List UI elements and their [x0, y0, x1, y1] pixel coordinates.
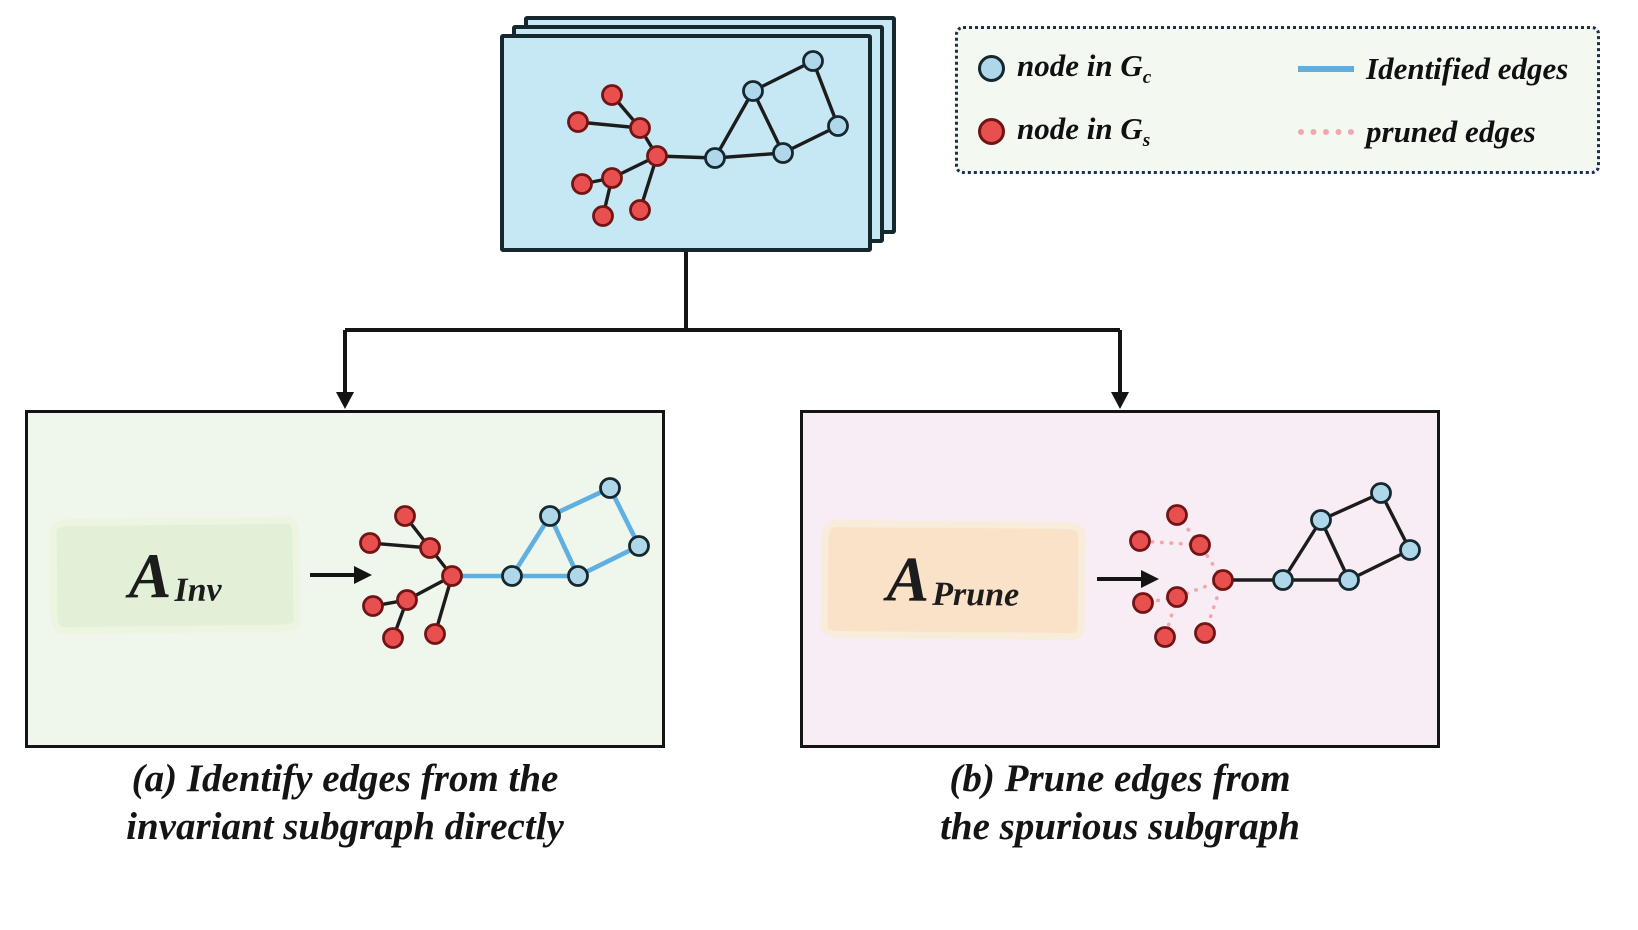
graph-node-gs [1132, 592, 1154, 614]
graph-node-gc [539, 505, 561, 527]
apply-arrow-a [310, 566, 372, 584]
graph-edge-pruned [1198, 543, 1225, 582]
legend-node-gc-label: node in Gc [1017, 47, 1152, 89]
graph-node-gc [567, 565, 589, 587]
graph-edge-solid [1319, 491, 1383, 522]
graph-edge-solid [751, 89, 785, 155]
legend-pruned-edges: pruned edges [1298, 114, 1577, 150]
graph-node-gs [629, 199, 651, 221]
graph-node-gc [827, 115, 849, 137]
graph-node-gs [359, 532, 381, 554]
graph-node-gs [601, 167, 623, 189]
gs-node-icon [978, 118, 1005, 145]
graph-node-gc [1310, 509, 1332, 531]
graph-node-gs [601, 84, 623, 106]
graph-node-gs [1166, 504, 1188, 526]
apply-arrow-b [1097, 570, 1159, 588]
graph-node-gs [1166, 586, 1188, 608]
graph-node-gs [441, 565, 463, 587]
caption-b: (b) Prune edges from the spurious subgra… [790, 755, 1450, 850]
pruned-edge-icon [1298, 128, 1354, 135]
graph-node-gc [1370, 482, 1392, 504]
graph-edge-solid [751, 59, 815, 93]
caption-b-line1: (b) Prune edges from [949, 757, 1291, 800]
legend-node-gs: node in Gs [978, 111, 1298, 152]
graph-edge-solid [1281, 518, 1323, 582]
caption-a-line2: invariant subgraph directly [126, 804, 564, 848]
graph-edge-solid [713, 89, 755, 160]
graph-node-gc [772, 142, 794, 164]
graph-node-gc [599, 477, 621, 499]
graph-node-gs [1189, 534, 1211, 556]
identified-edge-icon [1298, 65, 1354, 72]
graph-node-gs [396, 589, 418, 611]
graph-edge-solid [713, 151, 785, 160]
input-graph [504, 38, 868, 248]
gc-node-icon [978, 55, 1005, 82]
algorithm-prune-sub: Prune [932, 575, 1020, 614]
graph-node-gs [1212, 569, 1234, 591]
graph-edge-identified [547, 513, 581, 579]
graph-edge-solid [1347, 548, 1412, 582]
graph-node-gs [629, 117, 651, 139]
caption-a-line1: (a) Identify edges from the [131, 757, 559, 800]
graph-node-gs [646, 145, 668, 167]
legend-node-gc: node in Gc [978, 48, 1298, 89]
graph-node-gs [419, 537, 441, 559]
graph-node-gs [1129, 530, 1151, 552]
identified-graph [350, 468, 660, 698]
graph-node-gc [742, 80, 764, 102]
graph-node-gs [394, 505, 416, 527]
graph-edge-identified [509, 513, 553, 579]
graph-edge-identified [547, 485, 613, 519]
graph-node-gc [1272, 569, 1294, 591]
graph-node-gs [382, 627, 404, 649]
graph-node-gc [501, 565, 523, 587]
graph-node-gs [424, 623, 446, 645]
arrowhead-right-icon [1111, 392, 1129, 409]
legend-box: node in Gc Identified edges node in Gs p… [955, 26, 1600, 174]
graph-node-gs [1194, 622, 1216, 644]
algorithm-prune-letter: A [886, 543, 930, 615]
legend-node-gs-label: node in Gs [1017, 110, 1151, 152]
graph-node-gc [802, 50, 824, 72]
apply-arrowhead-b-icon [1141, 570, 1159, 588]
graph-node-gs [567, 111, 589, 133]
graph-edge-pruned [1163, 595, 1179, 639]
input-graph-stack [500, 16, 902, 258]
pruned-graph [1125, 475, 1425, 695]
graph-node-gs [571, 173, 593, 195]
algorithm-inv-letter: A [128, 539, 172, 611]
graph-edge-solid [811, 59, 840, 128]
graph-node-gs [362, 595, 384, 617]
caption-b-line2: the spurious subgraph [940, 804, 1300, 848]
graph-edge-solid [1319, 518, 1351, 582]
arrowhead-left-icon [336, 392, 354, 409]
legend-pruned-label: pruned edges [1366, 113, 1536, 149]
graph-edge-pruned [1175, 513, 1202, 547]
algorithm-inv-sub: Inv [174, 571, 222, 609]
apply-arrowhead-a-icon [354, 566, 372, 584]
legend-identified-edges: Identified edges [1298, 51, 1577, 87]
caption-a: (a) Identify edges from the invariant su… [5, 755, 685, 850]
graph-node-gs [592, 205, 614, 227]
graph-edge-identified [575, 543, 642, 579]
stack-card-front [500, 34, 872, 252]
graph-node-gc [1399, 539, 1421, 561]
graph-node-gc [628, 535, 650, 557]
legend-identified-label: Identified edges [1366, 50, 1569, 86]
graph-node-gc [704, 147, 726, 169]
graph-node-gc [1338, 569, 1360, 591]
graph-node-gs [1154, 626, 1176, 648]
